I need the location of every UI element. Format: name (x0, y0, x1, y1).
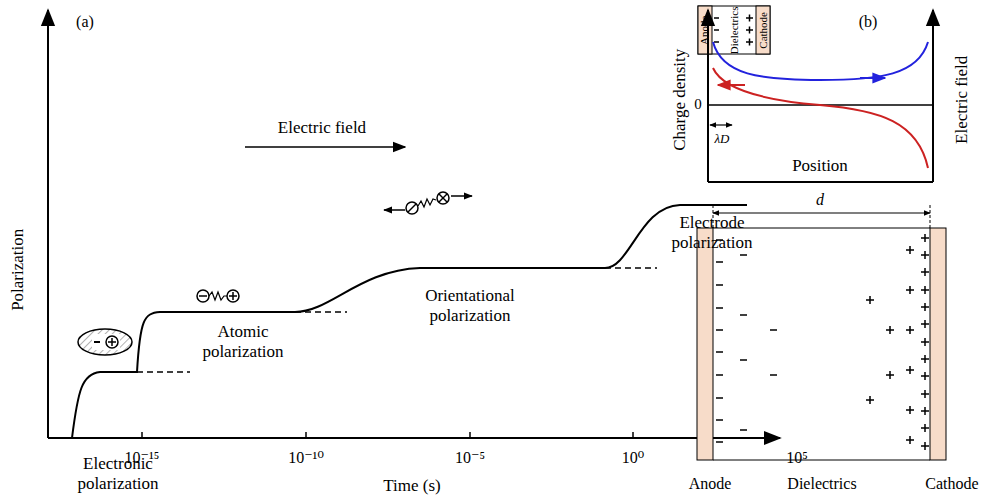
axis-title: Charge density (670, 49, 690, 151)
process-label: Orientational polarization (395, 286, 545, 325)
axis-title: Polarization (8, 229, 28, 311)
tick-label: 10⁻⁵ (455, 449, 485, 467)
field-label: Electric field (278, 118, 366, 138)
process-label: Electrode polarization (657, 213, 767, 252)
axis-title: Position (792, 156, 848, 176)
inset-label: Anode (699, 15, 712, 44)
panel-label: (b) (859, 13, 878, 31)
process-label: Electronic polarization (63, 454, 173, 493)
electrode-label: Dielectrics (787, 475, 856, 493)
electrode-label: Cathode (925, 475, 978, 493)
tick-label: 10⁰ (622, 449, 644, 467)
dimension-label: d (816, 191, 824, 209)
electrode-label: Anode (689, 475, 732, 493)
inset-label: Dielectrics (728, 6, 741, 54)
axis-title: Electric field (952, 56, 972, 144)
tick-label: 10⁵ (786, 449, 808, 467)
dimension-label: λD (713, 132, 730, 147)
panel-label: (a) (76, 13, 94, 31)
axis-title: Time (s) (383, 476, 440, 496)
inset-label: Cathode (757, 12, 770, 49)
axis-value: 0 (693, 96, 703, 113)
process-label: Atomic polarization (188, 322, 298, 361)
tick-label: 10⁻¹⁰ (288, 449, 324, 467)
